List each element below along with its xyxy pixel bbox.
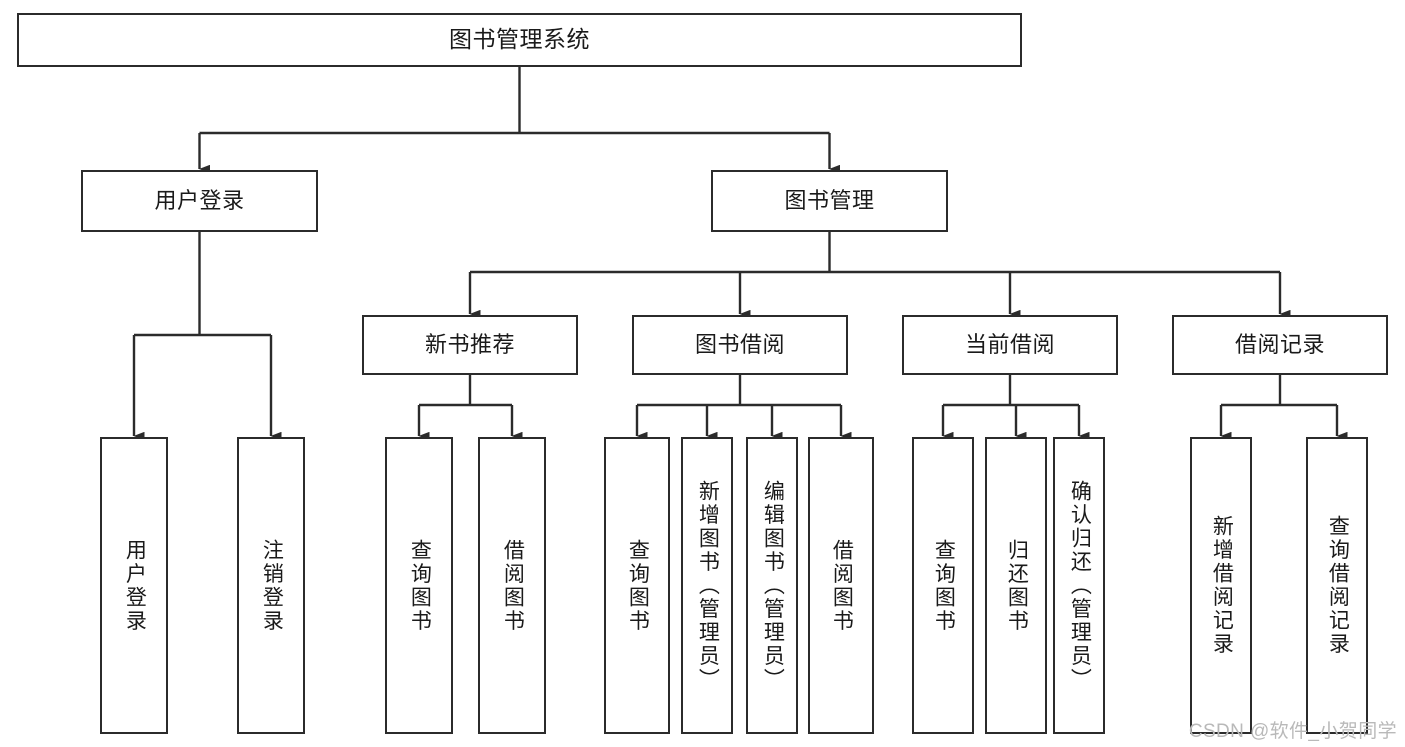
node-leaf-borrow-book-2-label: 借阅图书: [830, 538, 854, 633]
node-current-borrow[interactable]: 当前借阅: [902, 315, 1118, 375]
node-leaf-user-login-label: 用户登录: [123, 538, 147, 633]
node-root-system-label: 图书管理系统: [449, 26, 590, 53]
node-leaf-query-book-1-label: 查询图书: [408, 538, 432, 633]
node-leaf-query-book-1[interactable]: 查询图书: [385, 437, 453, 734]
node-new-book-rec-label: 新书推荐: [424, 332, 515, 358]
node-leaf-edit-book-label: 编辑图书（管理员）: [761, 479, 785, 692]
connector-group: [132, 67, 1348, 441]
node-leaf-add-record[interactable]: 新增借阅记录: [1190, 437, 1252, 734]
node-leaf-user-logout-label: 注销登录: [260, 538, 284, 633]
node-current-borrow-label: 当前借阅: [964, 332, 1055, 358]
node-leaf-return-book-label: 归还图书: [1005, 538, 1029, 633]
node-leaf-query-book-3-label: 查询图书: [932, 538, 956, 633]
node-user-login-label: 用户登录: [154, 188, 245, 214]
node-leaf-add-record-label: 新增借阅记录: [1210, 515, 1234, 656]
node-root-system[interactable]: 图书管理系统: [17, 13, 1022, 67]
node-leaf-user-logout[interactable]: 注销登录: [237, 437, 305, 734]
node-borrow-record[interactable]: 借阅记录: [1172, 315, 1388, 375]
node-leaf-edit-book[interactable]: 编辑图书（管理员）: [746, 437, 798, 734]
node-book-borrow[interactable]: 图书借阅: [632, 315, 848, 375]
node-leaf-return-book[interactable]: 归还图书: [985, 437, 1047, 734]
node-leaf-add-book-label: 新增图书（管理员）: [696, 479, 720, 692]
node-leaf-query-record-label: 查询借阅记录: [1326, 515, 1350, 656]
node-borrow-record-label: 借阅记录: [1234, 332, 1325, 358]
node-leaf-add-book[interactable]: 新增图书（管理员）: [681, 437, 733, 734]
node-leaf-borrow-book-1-label: 借阅图书: [501, 538, 525, 633]
node-leaf-query-book-2-label: 查询图书: [626, 538, 650, 633]
node-leaf-user-login[interactable]: 用户登录: [100, 437, 168, 734]
node-book-manage[interactable]: 图书管理: [711, 170, 948, 232]
node-leaf-query-book-3[interactable]: 查询图书: [912, 437, 974, 734]
node-user-login[interactable]: 用户登录: [81, 170, 318, 232]
node-leaf-query-book-2[interactable]: 查询图书: [604, 437, 670, 734]
node-leaf-query-record[interactable]: 查询借阅记录: [1306, 437, 1368, 734]
node-leaf-confirm-return-label: 确认归还（管理员）: [1068, 479, 1092, 692]
node-book-manage-label: 图书管理: [784, 188, 875, 214]
node-book-borrow-label: 图书借阅: [694, 332, 785, 358]
node-leaf-borrow-book-2[interactable]: 借阅图书: [808, 437, 874, 734]
node-leaf-borrow-book-1[interactable]: 借阅图书: [478, 437, 546, 734]
node-new-book-rec[interactable]: 新书推荐: [362, 315, 578, 375]
node-leaf-confirm-return[interactable]: 确认归还（管理员）: [1053, 437, 1105, 734]
